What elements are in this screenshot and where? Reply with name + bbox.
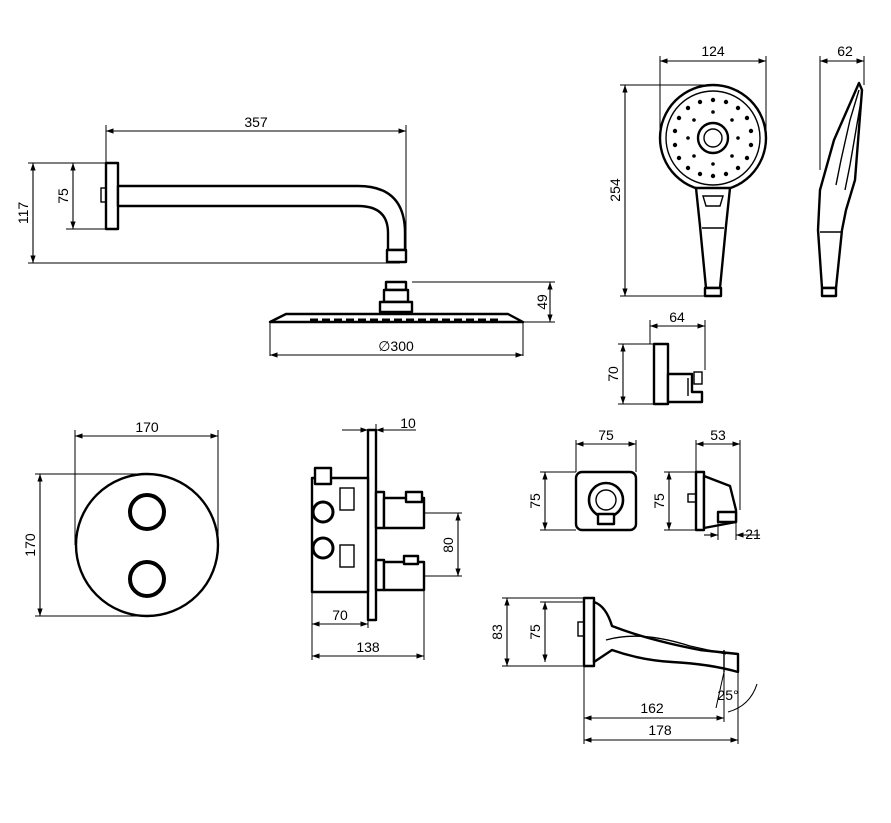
hand-length-label: 254 [607, 178, 623, 202]
mixer-top-knob[interactable] [128, 493, 166, 531]
outlet-side-height-label: 75 [651, 493, 667, 509]
hand-width-label: 124 [701, 43, 725, 59]
head-height-label: 49 [534, 294, 550, 310]
hand-shower-button [702, 195, 724, 207]
mixer-plate-view: 170 170 [22, 419, 220, 618]
spout-total-reach-label: 178 [648, 722, 672, 738]
outlet-thread-label: 21 [745, 526, 761, 542]
head-diameter-label: ∅300 [378, 338, 414, 354]
hand-shower-side-view: 62 [816, 43, 865, 298]
wall-outlet-side-view: 53 75 21 [651, 427, 761, 542]
body-top-port [313, 466, 333, 486]
outlet-side-depth-label: 53 [710, 427, 726, 443]
outlet-ring [587, 481, 625, 519]
spout-angle-label: 25° [717, 687, 738, 703]
hand-side-body [816, 81, 864, 290]
body-spacing-label: 80 [440, 537, 456, 553]
spout-wall-plate [582, 596, 596, 668]
spray-nozzles [672, 97, 754, 179]
body-total-label: 138 [356, 639, 380, 655]
hand-shower-handle [694, 186, 732, 290]
concealed-body-view: 10 80 70 138 [310, 415, 462, 660]
arm-flange-screw [100, 187, 107, 203]
arm-length-label: 357 [244, 114, 268, 130]
body-upper-inlet [311, 500, 335, 524]
body-lower-inlet [311, 536, 335, 560]
spout-reach-label: 162 [640, 700, 664, 716]
hand-side-depth-label: 62 [837, 43, 853, 59]
holder-width-label: 64 [669, 309, 685, 325]
body-upper-cartridge [382, 496, 426, 530]
rain-head-view: 49 ∅300 [268, 280, 555, 358]
arm-flange-height-label: 75 [55, 188, 71, 204]
mixer-width-label: 170 [135, 419, 159, 435]
wall-holder-view: 64 70 [605, 309, 706, 406]
spout-flange-height-label: 75 [527, 624, 543, 640]
spout-body [592, 600, 740, 674]
outlet-connector [596, 512, 616, 526]
hand-shower-thread [703, 286, 723, 298]
mixer-bottom-knob[interactable] [128, 560, 166, 598]
outlet-height-label: 75 [527, 493, 543, 509]
mixer-height-label: 170 [22, 533, 38, 557]
hand-shower-front-view: 124 254 [607, 43, 768, 298]
shower-arm-view: 357 117 75 [15, 114, 408, 264]
head-connector [378, 300, 414, 314]
body-lower-cartridge [382, 560, 426, 592]
outlet-side-thread [716, 510, 738, 524]
holder-cradle [666, 372, 704, 404]
holder-base [652, 342, 670, 406]
wall-outlet-front-view: 75 75 [527, 427, 638, 532]
body-plate-label: 10 [400, 415, 416, 431]
outlet-width-label: 75 [598, 427, 614, 443]
arm-total-height-label: 117 [15, 202, 31, 225]
spout-total-height-label: 83 [489, 624, 505, 640]
arm-outlet-nut [385, 248, 408, 264]
body-depth-label: 70 [332, 607, 348, 623]
arm-wall-flange [104, 161, 120, 231]
bath-spout-view: 83 75 162 178 25° [489, 596, 758, 744]
holder-height-label: 70 [605, 366, 621, 382]
hand-side-thread [820, 286, 838, 298]
head-ball-joint [382, 288, 410, 304]
hand-shower-center-ring [696, 121, 730, 155]
arm-pipe [116, 184, 407, 252]
